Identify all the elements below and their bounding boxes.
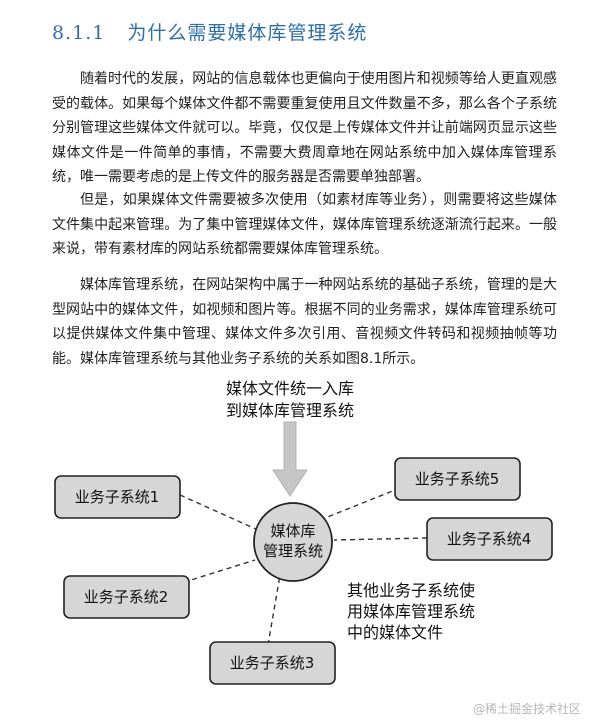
note-line1: 其他业务子系统使: [347, 581, 475, 600]
subsystem-5-label: 业务子系统5: [415, 470, 500, 488]
media-library-diagram: 媒体文件统一入库 到媒体库管理系统 媒体库 管理系统 业务子系统1 业务子系统2…: [54, 379, 553, 685]
subsystem-4-label: 业务子系统4: [447, 530, 532, 548]
top-label-line1: 媒体文件统一入库: [226, 379, 354, 398]
subsystem-4: 业务子系统4: [426, 517, 553, 561]
subsystem-3: 业务子系统3: [209, 641, 336, 685]
subsystem-3-label: 业务子系统3: [230, 654, 315, 672]
subsystem-2: 业务子系统2: [63, 575, 190, 619]
subsystem-2-label: 业务子系统2: [84, 588, 169, 606]
connector-s3: [267, 574, 281, 646]
connector-s1: [179, 494, 259, 531]
watermark: @稀土掘金技术社区: [472, 702, 581, 716]
subsystem-1: 业务子系统1: [54, 475, 181, 519]
section-number: 8.1.1: [52, 22, 106, 44]
note-line3: 中的媒体文件: [347, 623, 443, 642]
connector-s5: [324, 487, 401, 519]
section-heading: 8.1.1 为什么需要媒体库管理系统: [52, 18, 367, 45]
inbound-arrow: [272, 421, 308, 497]
center-label-line2: 管理系统: [263, 542, 323, 560]
media-library-node: [253, 502, 333, 582]
top-label-line2: 到媒体库管理系统: [226, 401, 354, 420]
connector-s4: [333, 537, 428, 541]
paragraph-1: 随着时代的发展，网站的信息载体也更偏向于使用图片和视频等给人更直观感受的载体。如…: [52, 71, 557, 185]
note-line2: 用媒体库管理系统: [347, 602, 475, 621]
paragraph-3: 媒体库管理系统，在网站架构中属于一种网站系统的基础子系统，管理的是大型网站中的媒…: [52, 277, 557, 367]
subsystem-1-label: 业务子系统1: [75, 488, 160, 506]
subsystem-5: 业务子系统5: [394, 457, 521, 501]
center-label-line1: 媒体库: [270, 522, 315, 540]
section-title: 为什么需要媒体库管理系统: [127, 22, 368, 44]
paragraph-2: 但是，如果媒体文件需要被多次使用（如素材库等业务），则需要将这些媒体文件集中起来…: [52, 192, 557, 257]
